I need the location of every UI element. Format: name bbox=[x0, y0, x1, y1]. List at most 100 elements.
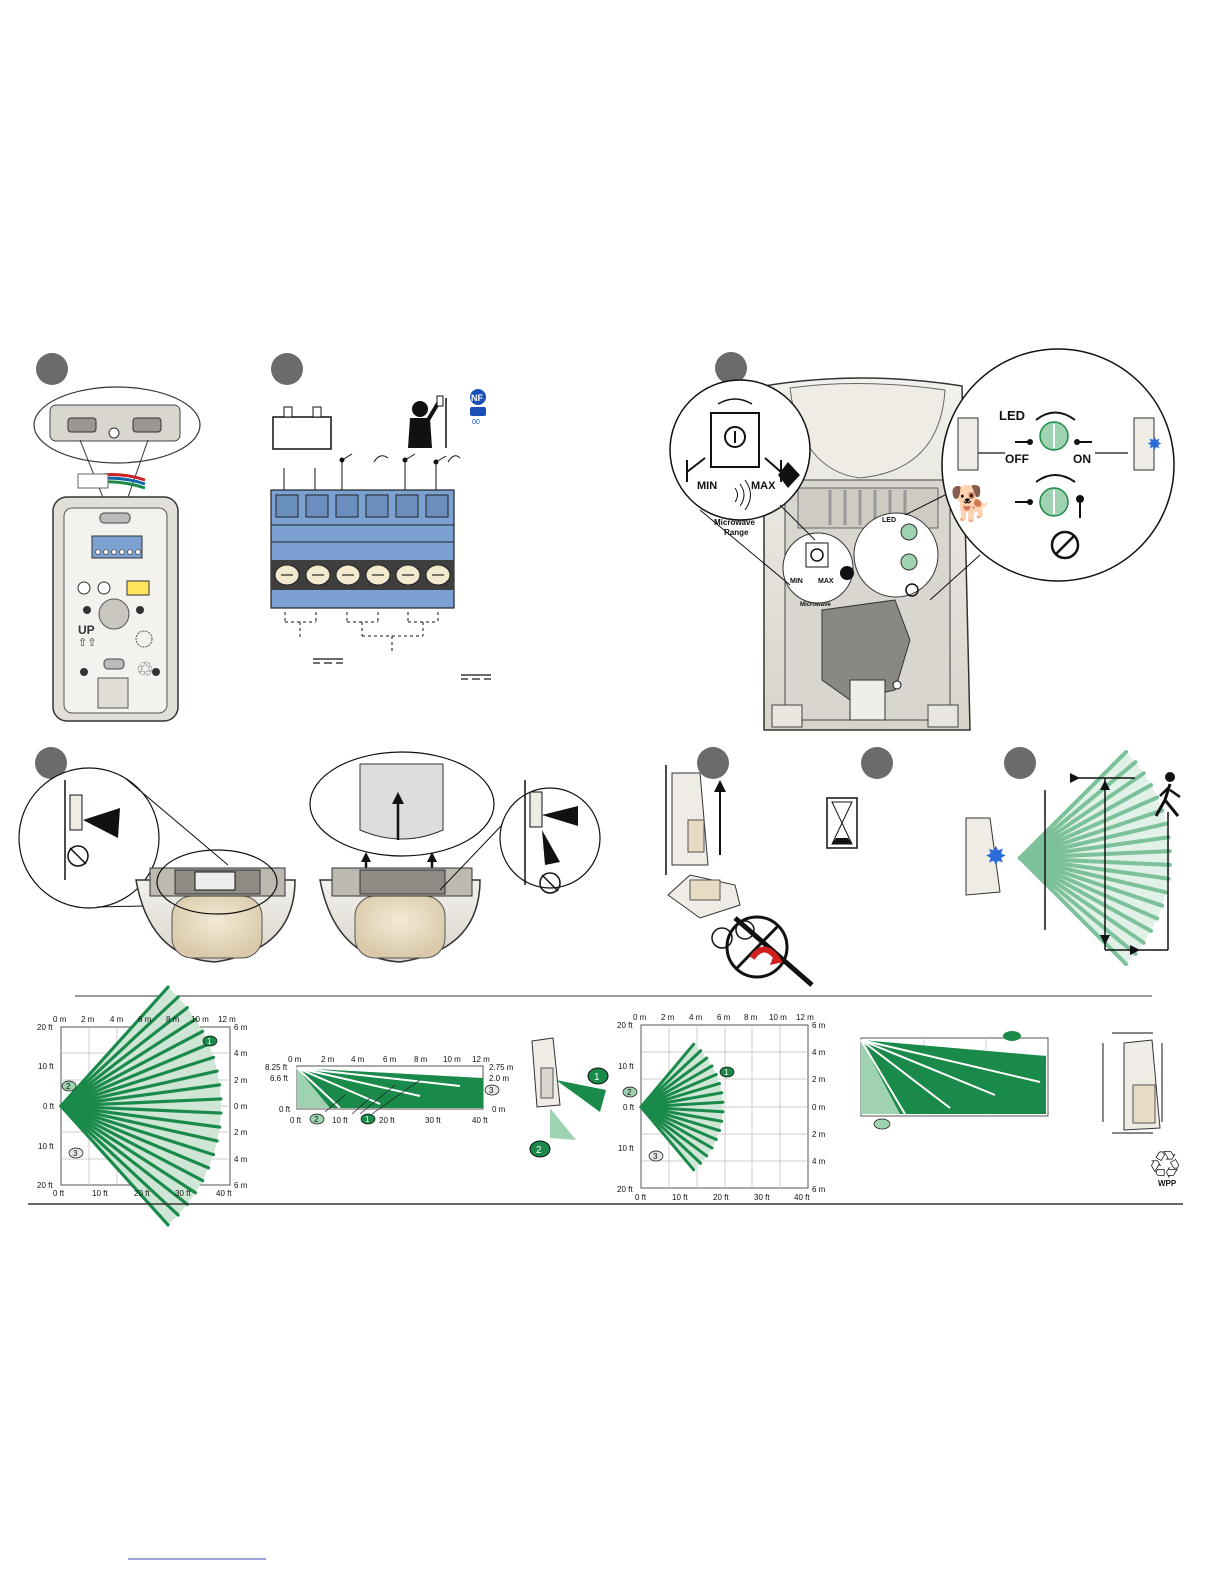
detection-zone-beam bbox=[639, 1049, 703, 1109]
detection-zone-beam bbox=[1018, 771, 1146, 860]
detection-zone-beam bbox=[1018, 856, 1165, 908]
step-badge-7 bbox=[1004, 747, 1036, 779]
short-tick-left-3: 10 ft bbox=[618, 1144, 634, 1153]
nf-logo-icon: NF bbox=[470, 389, 486, 405]
detection-zone-beam bbox=[59, 1104, 189, 1206]
short-tick-bottom-4: 40 ft bbox=[794, 1193, 810, 1202]
side-tick-left-2: 0 ft bbox=[279, 1105, 291, 1114]
tick-right-5: 4 m bbox=[234, 1155, 248, 1164]
side-tick-top-5: 10 m bbox=[443, 1055, 461, 1064]
coverage-chart-side: 0 m 2 m 4 m 6 m 8 m 10 m 12 m 8.25 ft 6.… bbox=[265, 1055, 514, 1125]
side-callout-3: 3 bbox=[489, 1086, 494, 1095]
panel-6 bbox=[826, 747, 893, 849]
detection-zone-beam bbox=[639, 1081, 722, 1109]
walk-test-fan bbox=[1018, 749, 1172, 967]
no-pet-icon bbox=[1050, 530, 1080, 560]
tick-bottom-2: 20 ft bbox=[134, 1189, 150, 1198]
detection-zone-beam bbox=[59, 985, 170, 1108]
short-tick-bottom-1: 10 ft bbox=[672, 1193, 688, 1202]
hourglass-icon bbox=[826, 797, 858, 849]
side-beam-gap bbox=[296, 1067, 381, 1105]
terminal-block-mini bbox=[91, 535, 143, 559]
short-tick-top-2: 4 m bbox=[689, 1013, 703, 1022]
detection-zone-beam bbox=[59, 1042, 211, 1108]
detection-zone-beam bbox=[59, 1069, 219, 1108]
detection-zone-beam bbox=[59, 1104, 180, 1217]
side-tick-top-0: 0 m bbox=[288, 1055, 302, 1064]
tick-top-5: 10 m bbox=[191, 1015, 209, 1024]
mini-min-label: MIN bbox=[790, 578, 803, 585]
mini-led-label: LED bbox=[882, 517, 896, 524]
short-side-beam-gap bbox=[860, 1039, 1041, 1083]
recycle-icon: ♲ WPP bbox=[1148, 1145, 1182, 1188]
detection-zone-beam bbox=[59, 1083, 222, 1108]
side-tick-left-0: 8.25 ft bbox=[265, 1063, 288, 1072]
coverage-chart-short: 0 m 2 m 4 m 6 m 8 m 10 m 12 m 20 ft 10 f… bbox=[617, 1013, 826, 1202]
detector-callout-2: 2 bbox=[536, 1145, 542, 1156]
detection-zone-beam bbox=[1018, 808, 1165, 860]
short-tick-right-6: 6 m bbox=[812, 1185, 826, 1194]
short-side-lookdown-area bbox=[861, 1040, 900, 1114]
side-beam-gap bbox=[296, 1067, 341, 1109]
tick-bottom-1: 10 ft bbox=[92, 1189, 108, 1198]
walking-person-icon bbox=[1154, 772, 1181, 817]
detection-zone-beam bbox=[639, 1100, 725, 1109]
step-badge-5 bbox=[697, 747, 729, 779]
tick-top-1: 2 m bbox=[81, 1015, 95, 1024]
battery-icon bbox=[272, 406, 332, 450]
up-label: UP bbox=[78, 623, 95, 637]
coverage-chart-short-side bbox=[860, 1031, 1049, 1130]
detection-zone-beam bbox=[59, 1055, 216, 1108]
side-tick-left-1: 6.6 ft bbox=[270, 1074, 289, 1083]
step-badge-4 bbox=[35, 747, 67, 779]
side-tick-top-1: 2 m bbox=[321, 1055, 335, 1064]
svg-text:NF: NF bbox=[471, 393, 483, 403]
side-callout-1: 1 bbox=[365, 1115, 370, 1124]
step-badge-6 bbox=[861, 747, 893, 779]
detection-zone-beam bbox=[59, 1104, 198, 1195]
side-beam-gap bbox=[296, 1067, 421, 1097]
svg-text:00: 00 bbox=[472, 419, 480, 426]
detection-zone-beam bbox=[59, 1104, 205, 1183]
short-tick-top-0: 0 m bbox=[633, 1013, 647, 1022]
short-tick-left-2: 0 ft bbox=[623, 1103, 635, 1112]
detection-zone-beam bbox=[59, 1104, 223, 1115]
tick-right-0: 6 m bbox=[234, 1023, 248, 1032]
tick-left-0: 20 ft bbox=[37, 1023, 53, 1032]
tick-right-1: 4 m bbox=[234, 1049, 248, 1058]
short-tick-bottom-3: 30 ft bbox=[754, 1193, 770, 1202]
short-tick-bottom-0: 0 ft bbox=[635, 1193, 647, 1202]
short-tick-right-4: 2 m bbox=[812, 1130, 826, 1139]
callout-3: 3 bbox=[73, 1149, 78, 1158]
short-tick-right-3: 0 m bbox=[812, 1103, 826, 1112]
panel-4 bbox=[18, 747, 601, 963]
side-tick-right-2: 0 m bbox=[492, 1105, 506, 1114]
step-badge-2 bbox=[271, 353, 303, 385]
detection-zone-beam bbox=[639, 1105, 724, 1123]
tick-bottom-0: 0 ft bbox=[53, 1189, 65, 1198]
short-tick-bottom-2: 20 ft bbox=[713, 1193, 729, 1202]
detection-zone-beam bbox=[1018, 783, 1154, 860]
detection-zone-beam bbox=[639, 1091, 724, 1109]
tick-right-6: 6 m bbox=[234, 1181, 248, 1190]
panel-2: NF 00 bbox=[270, 353, 491, 680]
microwave-label: Microwave bbox=[714, 518, 755, 527]
short-tick-right-0: 6 m bbox=[812, 1021, 826, 1030]
short-callout-2: 2 bbox=[627, 1088, 632, 1097]
side-tick-bottom-0: 0 ft bbox=[290, 1116, 302, 1125]
short-tick-top-1: 2 m bbox=[661, 1013, 675, 1022]
panel-7: ✸ bbox=[965, 747, 1181, 967]
short-tick-top-5: 10 m bbox=[769, 1013, 787, 1022]
detection-zone-beam bbox=[639, 1105, 722, 1133]
short-side-beam-gap bbox=[860, 1039, 906, 1115]
callout-1: 1 bbox=[207, 1037, 212, 1046]
side-tick-top-6: 12 m bbox=[472, 1055, 490, 1064]
tick-top-6: 12 m bbox=[218, 1015, 236, 1024]
side-tick-bottom-2: 20 ft bbox=[379, 1116, 395, 1125]
side-tick-bottom-4: 40 ft bbox=[472, 1116, 488, 1125]
detection-zone-beam bbox=[59, 1006, 189, 1108]
led-label: LED bbox=[999, 408, 1025, 423]
coverage-area bbox=[641, 1044, 723, 1170]
short-side-beam-gap bbox=[860, 1039, 951, 1109]
